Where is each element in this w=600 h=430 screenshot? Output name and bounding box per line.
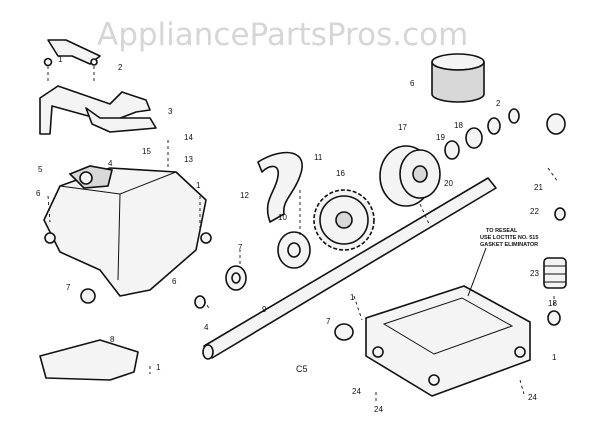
callout: 7 <box>66 283 71 292</box>
callout: 6 <box>172 277 177 286</box>
callout: 1 <box>156 363 161 372</box>
callout: 24 <box>528 393 537 402</box>
hub-bore <box>231 272 241 284</box>
mount-bracket <box>39 339 139 381</box>
callout: 14 <box>184 133 193 142</box>
callout: 18 <box>548 299 557 308</box>
housing-mount-2 <box>200 232 212 244</box>
lower-mount-1 <box>372 346 384 358</box>
spacer-19 <box>444 140 460 160</box>
callout: 1 <box>58 55 63 64</box>
screw-1 <box>43 57 53 67</box>
cap-bearing <box>431 53 485 103</box>
washer-lower <box>334 323 354 341</box>
shaft-label: C5 <box>296 364 308 374</box>
note-line-2: USE LOCTITE NO. 515 <box>480 235 538 241</box>
callout: 5 <box>38 165 43 174</box>
lower-mount-2 <box>428 374 440 386</box>
callout: 16 <box>336 169 345 178</box>
clutch-pulley <box>379 145 441 207</box>
ball-22 <box>554 207 566 221</box>
callout: 1 <box>552 353 557 362</box>
cap-side <box>431 61 485 103</box>
upper-housing <box>43 165 212 297</box>
callout: 1 <box>196 181 201 190</box>
callout: 19 <box>436 133 445 142</box>
callout: 12 <box>240 191 249 200</box>
callout: 6 <box>410 79 415 88</box>
bracket-strip <box>85 107 157 133</box>
callout: 7 <box>238 243 243 252</box>
callout: 20 <box>444 179 453 188</box>
lower-housing <box>365 285 531 397</box>
collar <box>277 231 311 269</box>
spacer-18 <box>465 127 483 149</box>
note-line-3: GASKET ELIMINATOR <box>480 242 538 248</box>
upper-bracket <box>47 39 101 65</box>
spring-coils <box>544 265 566 283</box>
callout: 6 <box>36 189 41 198</box>
callout: 23 <box>530 269 539 278</box>
callout: 2 <box>496 99 501 108</box>
callout: 4 <box>204 323 209 332</box>
callout: 3 <box>168 107 173 116</box>
collar-bore <box>287 242 301 258</box>
callout: 24 <box>352 387 361 396</box>
gear-hub <box>335 211 353 229</box>
housing-mount-1 <box>44 232 56 244</box>
callout: 11 <box>314 153 323 162</box>
housing-edge-2 <box>117 193 121 281</box>
bracket-assembly <box>39 39 157 135</box>
callout: 2 <box>118 63 123 72</box>
ring-21 <box>546 113 566 135</box>
callout: 15 <box>142 147 151 156</box>
washer-4 <box>194 295 206 309</box>
pulley-hub <box>412 165 428 183</box>
note-line-1: TO RESEAL <box>486 228 518 234</box>
spacers <box>444 108 520 160</box>
housing-screw <box>79 171 93 185</box>
spring-body <box>543 257 567 289</box>
callout: 17 <box>398 123 407 132</box>
sealing-note: TO RESEAL USE LOCTITE NO. 515 GASKET ELI… <box>467 228 538 297</box>
callout: 1 <box>350 293 355 302</box>
callout: 13 <box>184 155 193 164</box>
drive-gear <box>313 189 375 251</box>
bushing <box>80 288 96 304</box>
callout: 21 <box>534 183 543 192</box>
callout: 4 <box>108 159 113 168</box>
ball-18 <box>547 310 561 326</box>
callout: 22 <box>530 207 539 216</box>
leader-lines <box>47 66 559 404</box>
shift-fork <box>257 151 303 223</box>
shaft-end <box>202 344 214 360</box>
watermark: AppliancePartsPros.com <box>97 17 468 53</box>
lower-mount-3 <box>514 346 526 358</box>
callout: 18 <box>454 121 463 130</box>
main-shaft <box>202 177 497 360</box>
callout: 8 <box>110 335 115 344</box>
spring-23 <box>543 257 567 289</box>
note-leader <box>467 247 487 297</box>
callout: 9 <box>262 305 267 314</box>
screw-2 <box>90 58 98 66</box>
callout: 10 <box>278 213 287 222</box>
callout: 24 <box>374 405 383 414</box>
spacer-7 <box>487 117 501 135</box>
callout: 7 <box>326 317 331 326</box>
bracket-plate <box>39 85 151 135</box>
callouts: 1 2 3 14 13 15 4 5 6 1 7 6 4 8 1 12 11 1… <box>36 55 557 414</box>
spacer-end <box>508 108 520 124</box>
lower-housing-rim <box>382 297 514 355</box>
